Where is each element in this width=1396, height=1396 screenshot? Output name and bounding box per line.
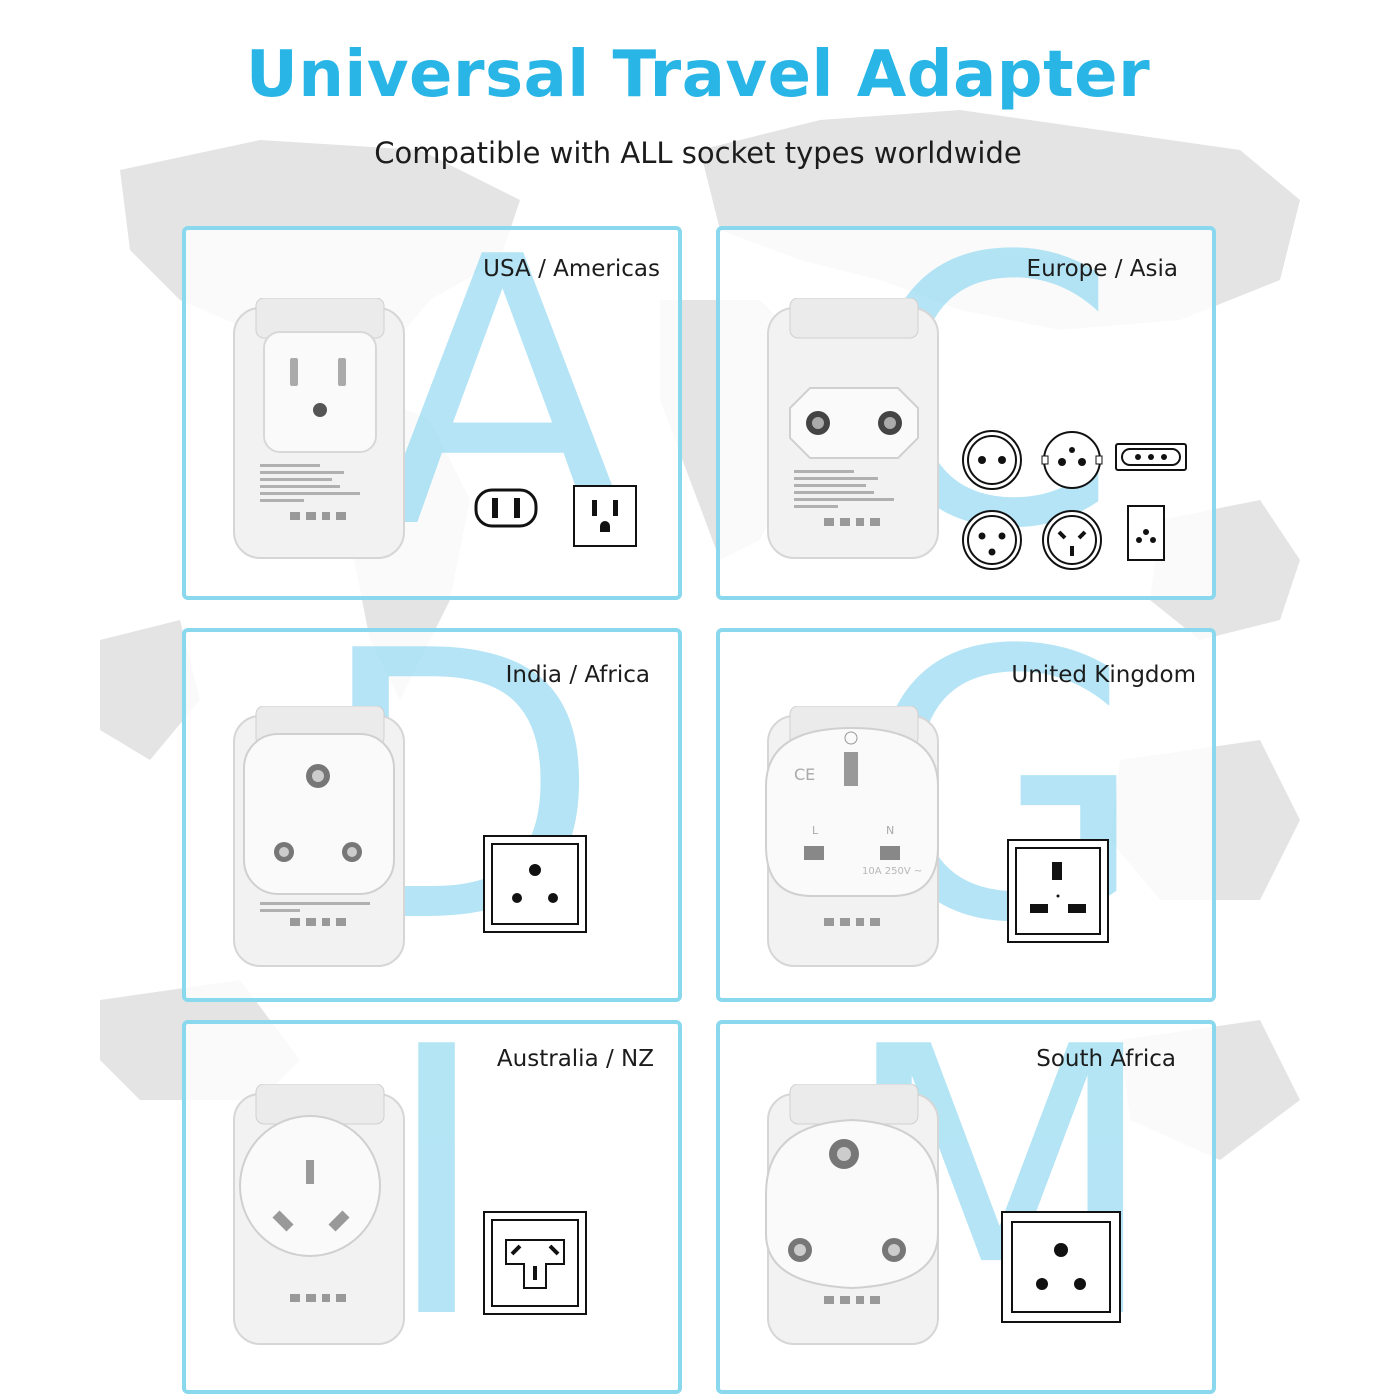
- panel-region-title: Europe / Asia: [1026, 256, 1178, 282]
- panel-south-africa: M South Africa: [716, 1020, 1216, 1394]
- panel-europe-asia: C Europe / Asia: [716, 226, 1216, 600]
- type-j-socket-icon: [1127, 505, 1165, 561]
- type-m-socket-icon: [1001, 1211, 1121, 1323]
- type-a-socket-icon: [474, 488, 538, 528]
- page-subtitle: Compatible with ALL socket types worldwi…: [374, 136, 1022, 170]
- au-plug-adapter-image: [233, 1084, 405, 1345]
- uk-plug-rating: 10A 250V ~: [862, 866, 922, 877]
- panel-india-africa: D India / Africa: [182, 628, 682, 1002]
- type-d-socket-icon: [483, 835, 587, 933]
- panel-australia-nz: I Australia / NZ: [182, 1020, 682, 1394]
- type-g-socket-icon: [1007, 839, 1109, 943]
- euro-plug-adapter-image: [767, 298, 939, 559]
- type-b-socket-icon: [573, 485, 637, 547]
- neutral-pin-label: N: [886, 824, 894, 837]
- type-l-socket-icon: [1115, 443, 1187, 471]
- panel-region-title: Australia / NZ: [496, 1046, 654, 1072]
- panel-united-kingdom: G United Kingdom CE L N 10A 250V ~: [716, 628, 1216, 1002]
- india-plug-adapter-image: [233, 706, 405, 967]
- type-e-socket-icon: [1041, 431, 1103, 489]
- type-h-socket-icon: [962, 510, 1022, 570]
- type-i-socket-icon: [483, 1211, 587, 1315]
- panel-region-title: USA / Americas: [483, 256, 660, 282]
- type-f-socket-icon: [962, 430, 1022, 490]
- panel-usa-americas: A USA / Americas: [182, 226, 682, 600]
- page-title: Universal Travel Adapter: [245, 38, 1151, 112]
- ce-mark: CE: [794, 765, 815, 784]
- panel-region-title: South Africa: [1036, 1046, 1176, 1072]
- sa-plug-adapter-image: [765, 1084, 939, 1345]
- uk-plug-adapter-image: CE L N 10A 250V ~: [765, 706, 939, 967]
- panel-region-title: India / Africa: [505, 662, 650, 688]
- live-pin-label: L: [812, 824, 819, 837]
- type-k-socket-icon: [1042, 510, 1102, 570]
- us-plug-adapter-image: [233, 298, 405, 559]
- panel-region-title: United Kingdom: [1011, 662, 1196, 688]
